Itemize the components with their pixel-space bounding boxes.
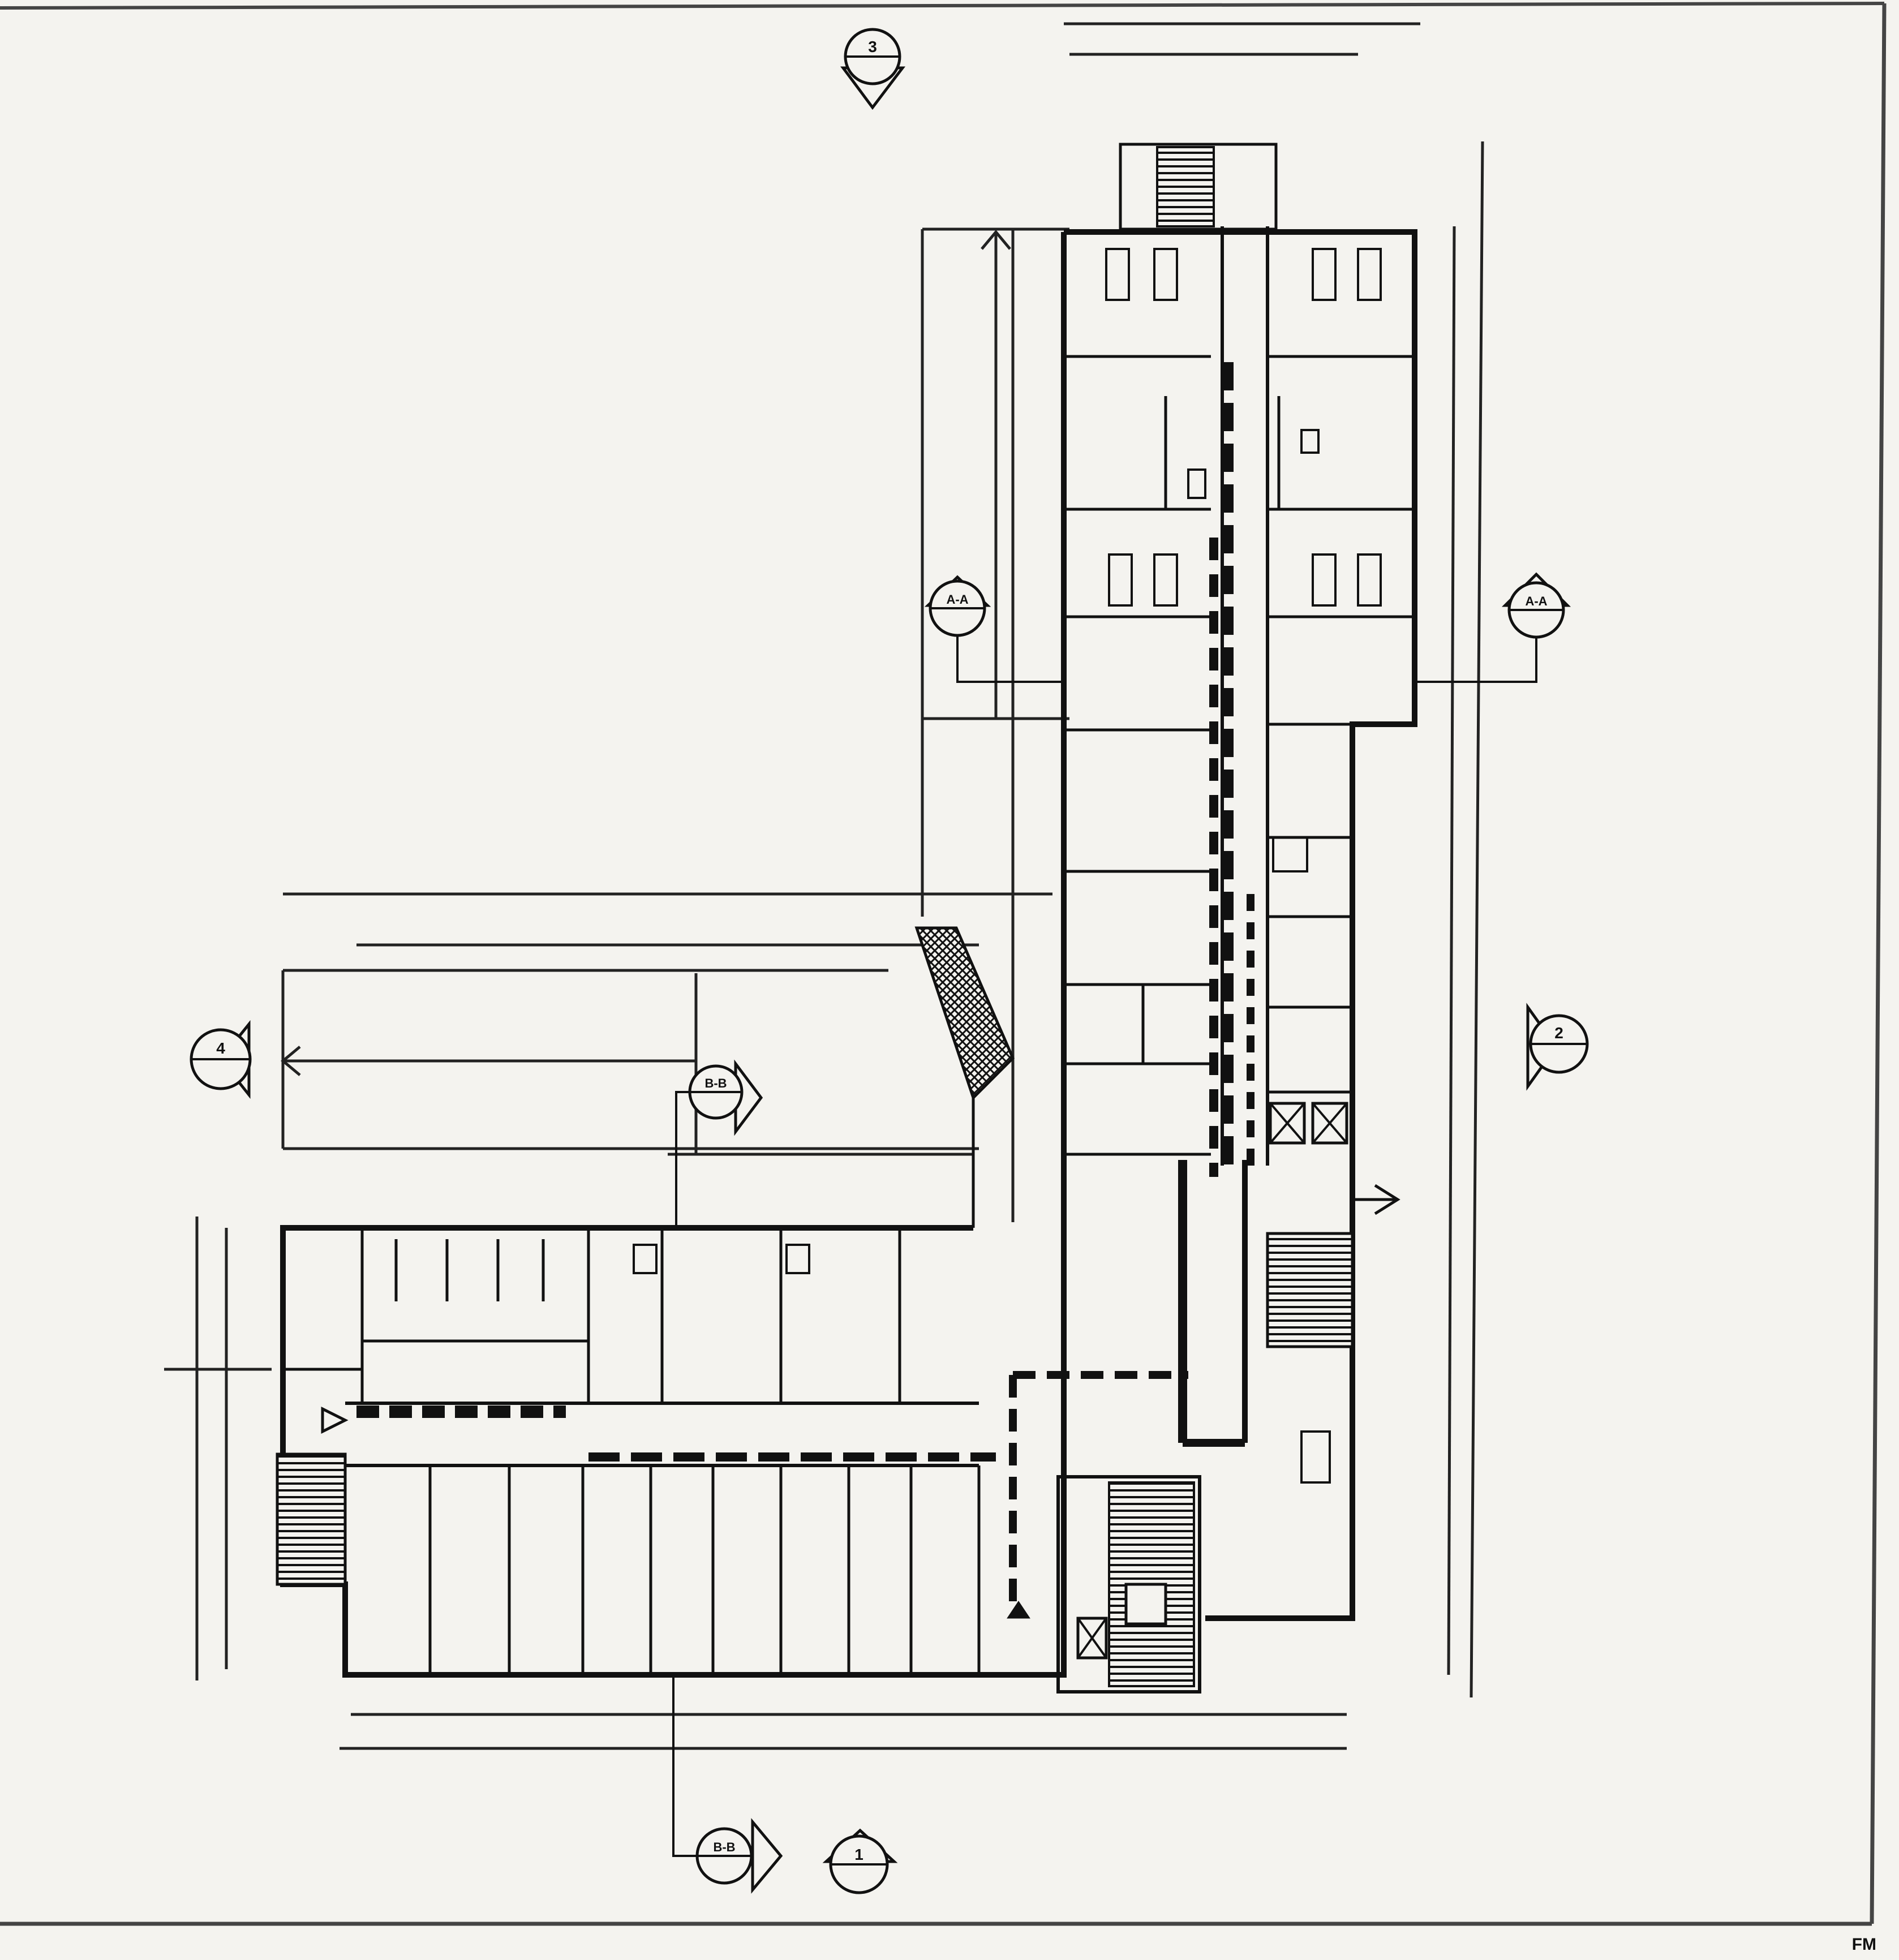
south-wing: [276, 1160, 1248, 1693]
marker-left-label: 4: [216, 1039, 225, 1057]
marker-top: 3: [840, 28, 906, 110]
marker-section-bottom-label: B-B: [713, 1840, 735, 1854]
marker-top-label: 3: [868, 38, 877, 55]
marker-section-middle: B-B: [675, 1059, 763, 1228]
marker-section-upper-left: A-A: [924, 575, 1064, 683]
marker-section-upper-left-label: A-A: [946, 592, 968, 607]
marker-right-label: 2: [1554, 1024, 1563, 1042]
west-stair: [276, 1452, 347, 1586]
marker-section-upper-right-label: A-A: [1525, 594, 1547, 608]
marker-section-bottom: B-B: [672, 1675, 783, 1894]
marker-right: 2: [1526, 1003, 1589, 1091]
marker-bottom-label: 1: [854, 1846, 863, 1863]
marker-section-middle-label: B-B: [704, 1076, 727, 1090]
east-wing: [1061, 143, 1417, 1621]
marker-section-upper-right: A-A: [1415, 572, 1571, 683]
sheet-number: FM: [1851, 1935, 1876, 1954]
marker-bottom: 1: [822, 1828, 898, 1894]
top-stair: [1156, 146, 1215, 227]
marker-left: 4: [190, 1020, 252, 1099]
dimension-lines: [164, 22, 1484, 1750]
sheet-frame: [0, 2, 1887, 1926]
link-edge: [972, 1057, 1014, 1099]
